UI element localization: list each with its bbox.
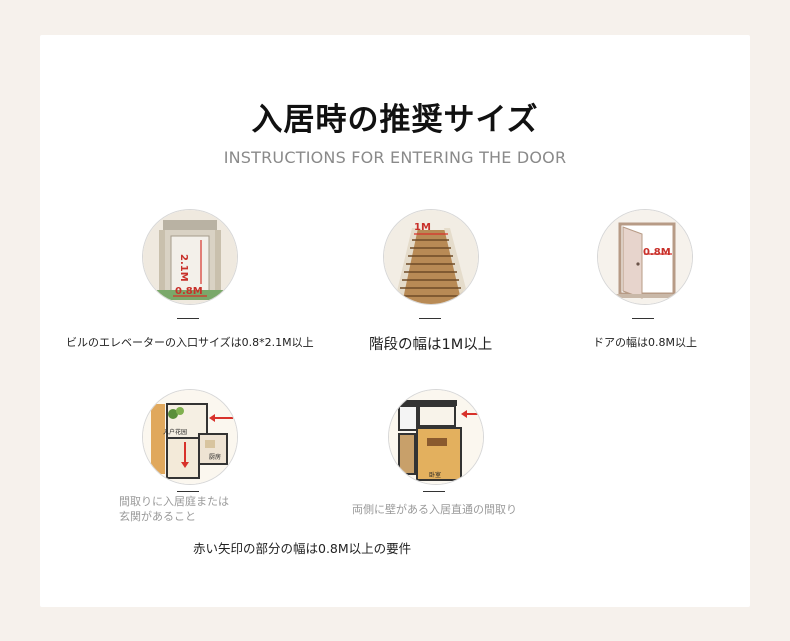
courtyard-caption: 間取りに入居庭または 玄関があること <box>119 495 229 523</box>
elevator-caption: ビルのエレベーターの入口サイズは0.8*2.1M以上 <box>66 336 314 349</box>
content-card <box>40 35 750 607</box>
divider-dash <box>177 318 199 319</box>
bedroom-label: 卧室 <box>429 472 442 479</box>
kitchen-label: 厨房 <box>209 454 222 461</box>
stairs-width-label: 1M <box>414 222 431 233</box>
divider-dash <box>632 318 654 319</box>
stairs-caption: 階段の幅は1M以上 <box>369 337 493 353</box>
floorplan-direct-icon: 卧室 <box>388 389 484 485</box>
floorplan-courtyard-icon: 入户花园 厨房 <box>142 389 238 485</box>
stairs-icon: 1M <box>383 209 479 305</box>
door-icon: 0.8M <box>597 209 693 305</box>
red-arrow-requirement-note: 赤い矢印の部分の幅は0.8M以上の要件 <box>193 541 412 556</box>
page-subtitle: INSTRUCTIONS FOR ENTERING THE DOOR <box>223 148 567 167</box>
door-caption: ドアの幅は0.8M以上 <box>593 336 697 349</box>
elevator-width-label: 0.8M <box>175 286 203 297</box>
divider-dash <box>419 318 441 319</box>
elevator-icon: 2.1M 0.8M <box>142 209 238 305</box>
courtyard-label: 入户花园 <box>163 429 188 436</box>
direct-floorplan-caption: 両側に壁がある入居直通の間取り <box>352 503 517 516</box>
elevator-height-label: 2.1M <box>178 254 189 282</box>
divider-dash <box>177 491 199 492</box>
door-width-label: 0.8M <box>643 247 671 258</box>
page-title: 入居時の推奨サイズ <box>251 102 539 138</box>
divider-dash <box>423 491 445 492</box>
